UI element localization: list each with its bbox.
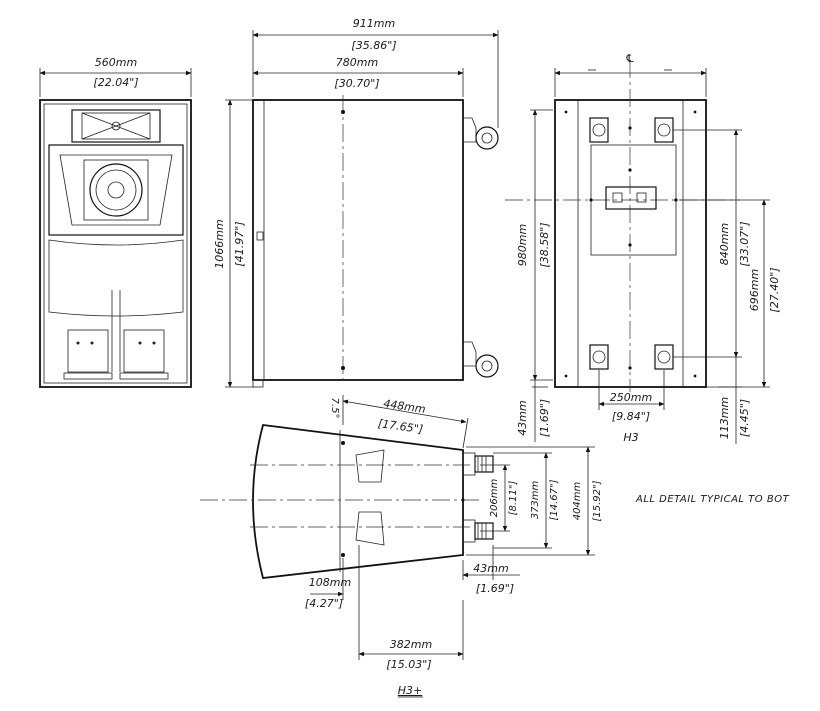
top-view: 7.5° 448mm [17.65"] 206mm [8.11"] 373mm … (200, 395, 603, 671)
front-height-in: [41.97"] (233, 221, 246, 266)
drawing-caption: H3+ (398, 684, 423, 697)
dim-840-in: [33.07"] (738, 221, 751, 266)
centerline-symbol: ℄ (625, 52, 633, 65)
cabinet-depth-mm: 780mm (336, 56, 378, 69)
top-cabinet-outline (252, 424, 464, 579)
front-lower-panel (48, 239, 184, 317)
rear-view-label: H3 (623, 431, 638, 444)
dim-373-in: [14.67"] (549, 479, 560, 520)
rear-caster-top-right (654, 117, 674, 143)
cabinet-depth-in: [30.70"] (334, 77, 379, 90)
front-height-mm: 1066mm (213, 219, 226, 268)
woofer (89, 163, 143, 217)
dim-696-in: [27.40"] (768, 267, 781, 312)
wheel-span-in: [9.84"] (612, 410, 650, 423)
wheel-span-mm: 250mm (610, 391, 652, 404)
hf-horn (71, 109, 161, 143)
dim-382-mm: 382mm (390, 638, 432, 651)
rear-cabinet-outline (554, 99, 707, 388)
top-handle-upper (355, 449, 385, 483)
rear-bottom-left-mm: 43mm (516, 400, 529, 435)
overall-depth-in: [35.86"] (351, 39, 396, 52)
side-caster-top (462, 117, 499, 150)
front-view: 560mm [22.04"] (39, 56, 192, 388)
side-view: 911mm [35.86"] 780mm [30.70"] (252, 17, 499, 388)
rear-height-in: [38.58"] (538, 222, 551, 267)
rear-caster-bottom-right (654, 344, 674, 370)
dim-43-in: [1.69"] (476, 582, 514, 595)
dim-696-mm: 696mm (748, 269, 761, 311)
rear-bottom-right-mm: 113mm (718, 397, 731, 439)
front-width-in: [22.04"] (93, 76, 138, 89)
top-handle-lower (355, 511, 385, 546)
dim-382-in: [15.03"] (386, 658, 431, 671)
front-width-mm: 560mm (95, 56, 137, 69)
lf-horn (48, 144, 184, 236)
side-cabinet-outline (252, 99, 464, 381)
detail-note: ALL DETAIL TYPICAL TO BOT (635, 494, 790, 505)
rear-bottom-left-in: [1.69"] (538, 399, 551, 437)
dim-373-mm: 373mm (530, 480, 541, 519)
top-width-mm: 448mm (383, 397, 427, 416)
dim-404-mm: 404mm (572, 481, 583, 520)
dim-206-in: [8.11"] (508, 481, 519, 516)
dim-840-mm: 840mm (718, 223, 731, 265)
rear-height-mm: 980mm (516, 224, 529, 266)
height-dimension: 1066mm [41.97"] (213, 99, 255, 388)
rear-caster-top-left (589, 117, 609, 143)
rear-bottom-right-in: [4.45"] (738, 399, 751, 437)
dim-206-mm: 206mm (489, 478, 500, 517)
side-caster-bottom (462, 341, 499, 378)
overall-depth-mm: 911mm (353, 17, 395, 30)
dim-108-in: [4.27"] (305, 597, 343, 610)
rear-connector (605, 186, 657, 210)
rear-caster-bottom-left (589, 344, 609, 370)
dim-43-mm: 43mm (473, 562, 508, 575)
top-width-in: [17.65"] (377, 417, 424, 436)
front-cabinet-outline (39, 99, 192, 388)
top-caster-upper (462, 452, 494, 476)
rear-view: ℄ 980mm [38.58"] 840mm [33.07"] 696mm [2… (505, 52, 781, 444)
dim-404-in: [15.92"] (592, 480, 603, 521)
angle-label: 7.5° (329, 398, 340, 419)
front-inner-outline (43, 103, 188, 384)
dim-108-mm: 108mm (309, 576, 351, 589)
